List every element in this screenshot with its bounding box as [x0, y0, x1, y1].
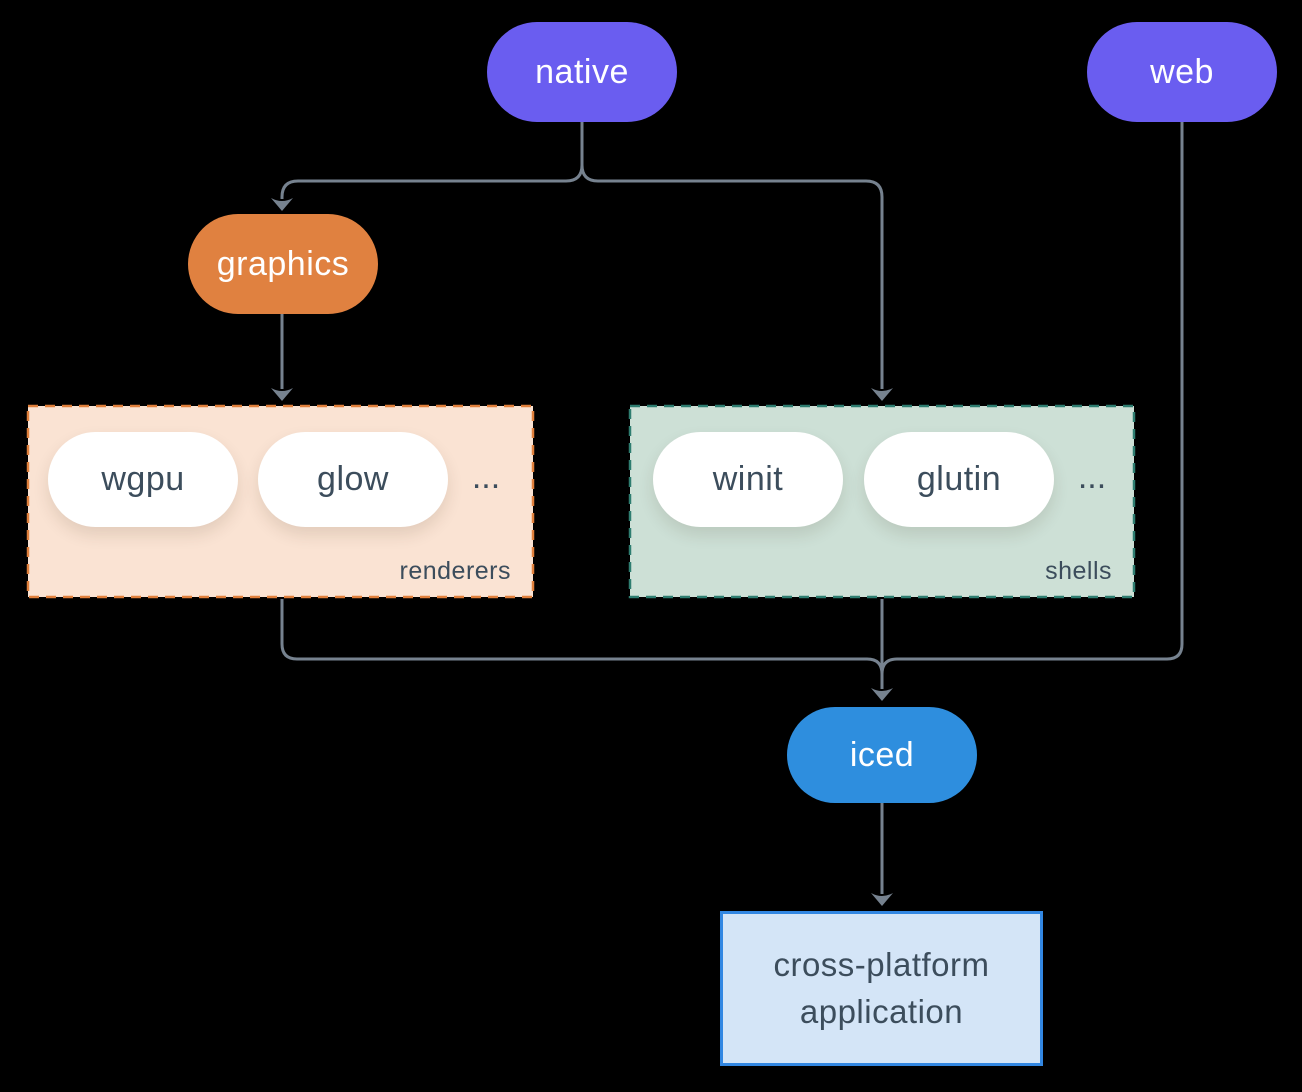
application-label: cross-platform application: [773, 945, 990, 1030]
connector-native-to-shells: [580, 122, 884, 389]
shells-item-glutin: glutin: [864, 432, 1054, 527]
arrowhead-down-icon: [271, 198, 293, 211]
node-cross-platform-application: cross-platform application: [720, 911, 1043, 1066]
shells-group-label: shells: [1045, 557, 1112, 585]
connector-renderers-to-iced: [280, 599, 884, 676]
renderers-group-label: renderers: [399, 557, 511, 585]
renderers-item-glow: glow: [258, 432, 448, 527]
arrowhead-down-icon: [871, 688, 893, 701]
renderers-item-wgpu: wgpu: [48, 432, 238, 527]
node-web: web: [1087, 22, 1277, 122]
arrowhead-down-icon: [871, 893, 893, 906]
arrowhead-down-icon: [271, 388, 293, 401]
node-graphics: graphics: [188, 214, 378, 314]
shells-ellipsis: ...: [1077, 458, 1107, 496]
node-native: native: [487, 22, 677, 122]
renderers-ellipsis: ...: [471, 458, 501, 496]
arrowhead-down-icon: [871, 388, 893, 401]
shells-item-winit: winit: [653, 432, 843, 527]
node-iced: iced: [787, 707, 977, 803]
connector-native-to-graphics: [280, 122, 584, 199]
